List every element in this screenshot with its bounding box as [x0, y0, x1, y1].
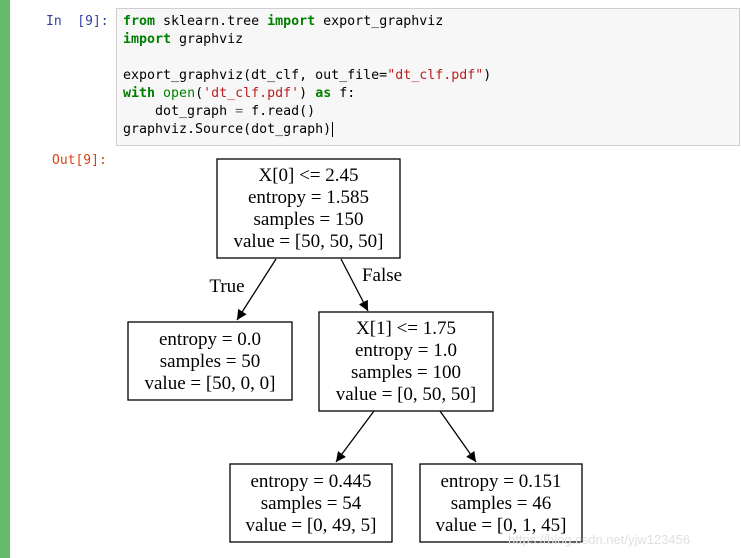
node-root-line-3: samples = 150: [254, 209, 364, 230]
node-left-line-1: entropy = 0.0: [159, 329, 261, 350]
node-right-line-3: samples = 100: [351, 362, 461, 383]
string-literal: 'dt_clf.pdf': [203, 86, 300, 101]
node-right-line-1: X[1] <= 1.75: [356, 318, 456, 339]
code-line-4: export_graphviz(dt_clf, out_file="dt_clf…: [123, 67, 491, 85]
closing-paren: ): [483, 68, 492, 83]
open-paren: (: [195, 86, 204, 101]
keyword-import: import: [123, 32, 172, 47]
keyword-import: import: [267, 14, 316, 29]
code-line-2: import graphviz: [123, 31, 243, 49]
function-call: export_graphviz(dt_clf, out_file=: [123, 68, 388, 83]
edge-right-right: [439, 410, 477, 463]
code-input-area[interactable]: from sklearn.tree import export_graphviz…: [116, 8, 740, 146]
node-rl-line-3: value = [0, 49, 5]: [245, 515, 376, 536]
node-root-line-1: X[0] <= 2.45: [258, 165, 358, 186]
assignment-target: dot_graph: [123, 104, 236, 119]
code-line-5: with open('dt_clf.pdf') as f:: [123, 85, 355, 103]
tree-node-left-leaf: entropy = 0.0 samples = 50 value = [50, …: [127, 321, 293, 401]
tree-node-right-left-leaf: entropy = 0.445 samples = 54 value = [0,…: [229, 463, 393, 543]
node-root-line-2: entropy = 1.585: [248, 187, 369, 208]
node-root-line-4: value = [50, 50, 50]: [233, 231, 383, 252]
selected-cell-indicator: [0, 0, 10, 558]
node-rl-line-1: entropy = 0.445: [250, 471, 371, 492]
keyword-as: as: [315, 86, 332, 101]
operator-equals: =: [235, 104, 244, 119]
node-rr-line-1: entropy = 0.151: [440, 471, 561, 492]
edge-root-left: [236, 258, 277, 321]
alias: f:: [331, 86, 356, 101]
watermark-url: https://blog.csdn.net/yjw123456: [508, 532, 691, 547]
node-left-line-2: samples = 50: [160, 351, 260, 372]
keyword-from: from: [123, 14, 156, 29]
keyword-with: with: [123, 86, 156, 101]
input-prompt: In [9]:: [46, 14, 109, 29]
imported-name: export_graphviz: [315, 14, 444, 29]
edge-label-false: False: [362, 265, 402, 286]
assignment-value: f.read(): [243, 104, 316, 119]
edge-label-true: True: [209, 276, 244, 297]
module-name: sklearn.tree: [155, 14, 268, 29]
node-rr-line-2: samples = 46: [451, 493, 551, 514]
source-call: graphviz.Source(dot_graph): [123, 122, 332, 137]
tree-node-root: X[0] <= 2.45 entropy = 1.585 samples = 1…: [216, 158, 401, 259]
edge-right-left: [335, 410, 375, 463]
node-right-line-2: entropy = 1.0: [355, 340, 457, 361]
builtin-open: open: [163, 86, 196, 101]
tree-node-right-right-leaf: entropy = 0.151 samples = 46 value = [0,…: [419, 463, 583, 543]
code-line-6: dot_graph = f.read(): [123, 103, 315, 121]
node-rr-line-3: value = [0, 1, 45]: [435, 515, 566, 536]
imported-module: graphviz: [171, 32, 244, 47]
text-cursor: [332, 121, 334, 137]
string-literal: "dt_clf.pdf": [387, 68, 484, 83]
output-prompt: Out[9]:: [52, 153, 107, 168]
node-right-line-4: value = [0, 50, 50]: [336, 384, 477, 405]
tree-node-right: X[1] <= 1.75 entropy = 1.0 samples = 100…: [318, 311, 494, 412]
code-line-1: from sklearn.tree import export_graphviz: [123, 13, 443, 31]
node-left-line-3: value = [50, 0, 0]: [144, 373, 275, 394]
edge-root-right: [340, 258, 369, 312]
close-paren: ): [299, 86, 316, 101]
node-rl-line-2: samples = 54: [261, 493, 362, 514]
code-line-7: graphviz.Source(dot_graph): [123, 121, 334, 139]
